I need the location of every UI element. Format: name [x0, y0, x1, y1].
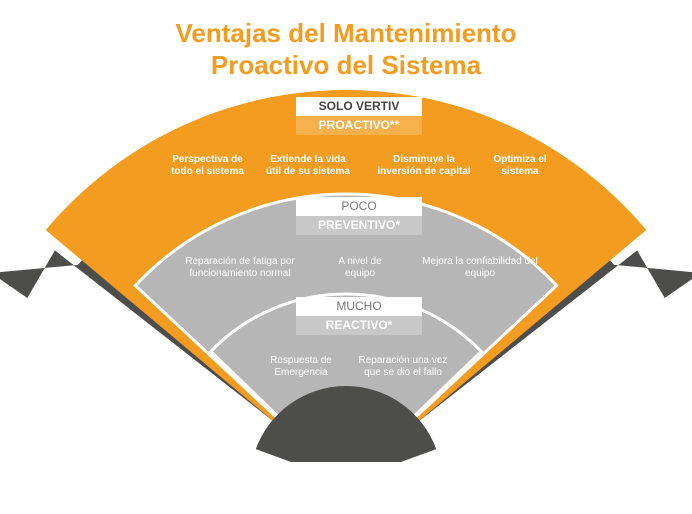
benefit: Disminuye la inversión de capital [377, 154, 471, 177]
reactive-label: REACTIVO* [296, 316, 422, 335]
preventive-label: PREVENTIVO* [296, 216, 422, 235]
benefit: Perspectiva de todo el sistema [171, 154, 244, 177]
core-segment [255, 386, 437, 482]
preventive-amount: POCO [296, 197, 422, 216]
proactive-amount: SOLO VERTIV [296, 97, 422, 116]
title-line-2: Proactivo del Sistema [210, 50, 482, 80]
reactive-amount: MUCHO [296, 297, 422, 316]
benefit: Optimiza el sistema [493, 154, 547, 177]
benefit: A nivel de equipo [338, 256, 382, 279]
proactive-label: PROACTIVO** [296, 116, 422, 135]
benefit: Extiende la vida útil de su sistema [266, 154, 350, 177]
benefit: Mejora la confiabilidad del equipo [422, 256, 538, 279]
benefit: Reparación una vez que se dio el fallo [358, 355, 448, 378]
title-line-1: Ventajas del Mantenimiento [175, 18, 517, 48]
bottom-mask [0, 462, 692, 514]
benefit: Reparación de fatiga por funcionamiento … [185, 256, 295, 279]
benefit: Respuesta de Emergencia [270, 355, 332, 378]
